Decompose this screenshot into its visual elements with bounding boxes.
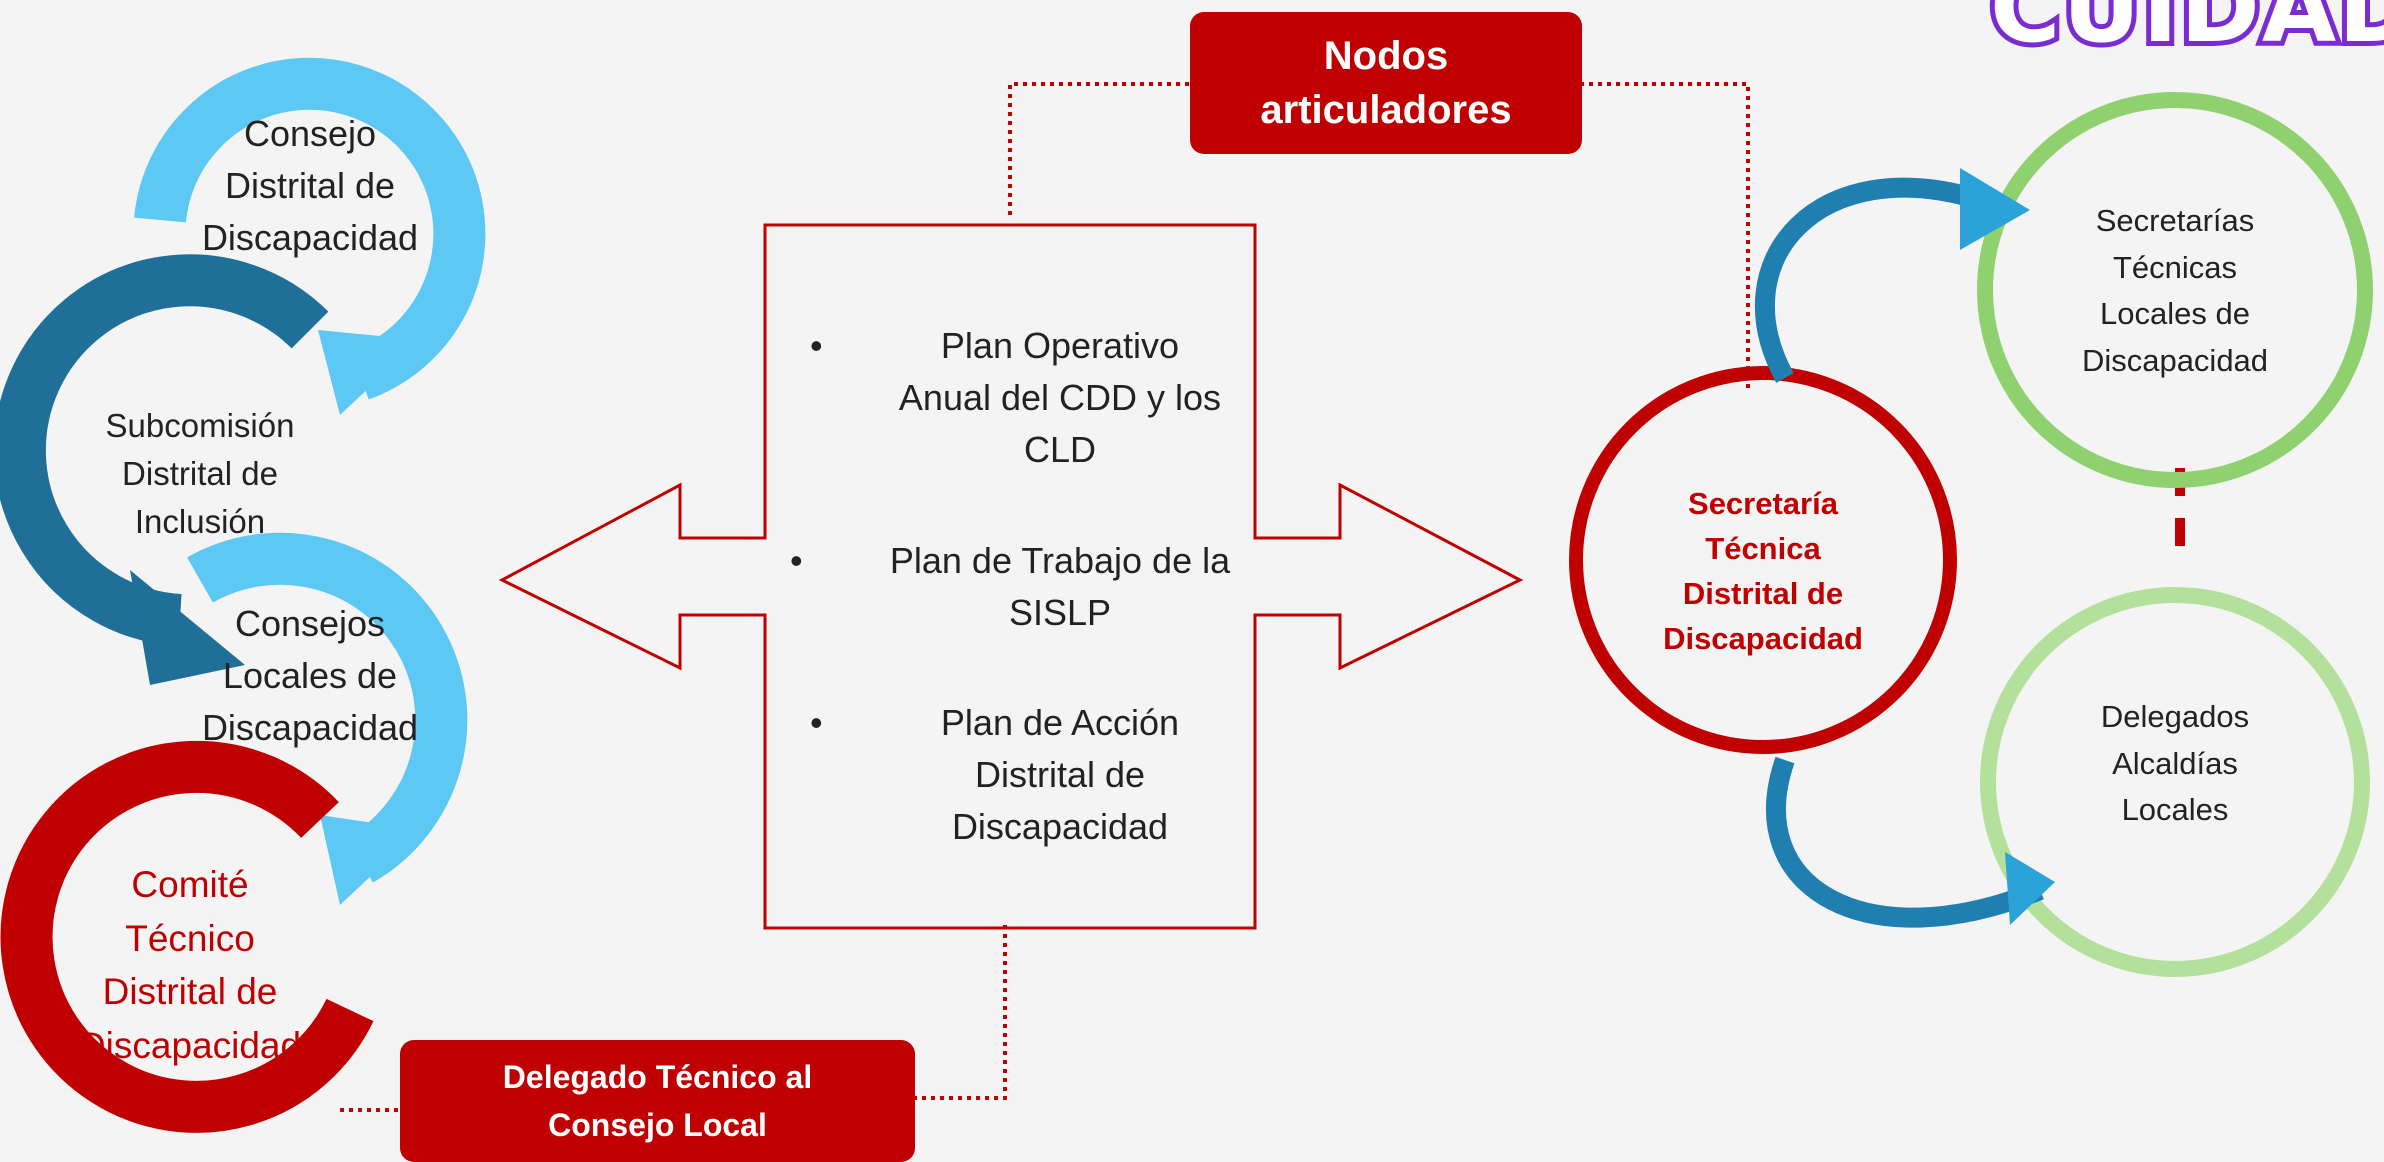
arrow-to-delegados <box>1766 756 2044 928</box>
plan-item: • Plan Operativo Anual del CDD y los CLD <box>770 320 1290 477</box>
arc-consejo-distrital <box>134 57 486 400</box>
circle-delegados-alcaldias <box>1980 587 2370 977</box>
plan-item: • Plan de Acción Distrital de Discapacid… <box>770 697 1290 854</box>
brand-logo: CUIDADO <box>1985 0 2384 69</box>
label-consejos-locales: Consejos Locales de Discapacidad <box>201 603 419 749</box>
plan-item-text: Plan de Trabajo de la SISLP <box>889 539 1231 633</box>
connector-bottom <box>915 925 1007 1100</box>
plan-item: • Plan de Trabajo de la SISLP <box>770 535 1290 639</box>
label-secretarias-tecnicas-locales: Secretarías Técnicas Locales de Discapac… <box>2081 203 2269 378</box>
bullet-icon: • <box>810 325 823 366</box>
arrowhead-subcomision <box>130 570 245 685</box>
bullet-icon: • <box>790 539 803 581</box>
arc-subcomision <box>0 254 329 646</box>
arrowhead-consejo-distrital <box>318 330 420 415</box>
arrowhead-secretarias <box>1960 168 2030 250</box>
circle-secretarias-tecnicas-locales <box>1977 92 2373 488</box>
label-comite-tecnico: Comité Técnico Distrital de Discapacidad <box>78 864 302 1066</box>
label-subcomision: Subcomisión Distrital de Inclusión <box>105 407 295 540</box>
connector-top-left <box>1008 82 1190 215</box>
label-consejo-distrital: Consejo Distrital de Discapacidad <box>201 113 419 259</box>
left-chain-arcs <box>0 57 486 1133</box>
center-plus-shape <box>498 223 1524 930</box>
arrowhead-delegados <box>2005 852 2055 925</box>
arrowhead-consejos-locales <box>320 815 420 905</box>
arc-consejos-locales <box>187 532 468 883</box>
plan-item-text: Plan de Acción Distrital de Discapacidad <box>940 701 1180 848</box>
connector-top-right <box>1580 82 1750 390</box>
arrow-to-secretarias <box>1755 177 1983 383</box>
plan-list: • Plan Operativo Anual del CDD y los CLD… <box>770 320 1290 894</box>
tag-delegado-tecnico: Delegado Técnico al Consejo Local <box>400 1040 915 1162</box>
bullet-icon: • <box>810 701 823 743</box>
label-delegados-alcaldias: Delegados Alcaldías Locales <box>2100 699 2250 827</box>
label-secretaria-tecnica-distrital: Secretaría Técnica Distrital de Discapac… <box>1663 486 1863 656</box>
dotted-connectors <box>340 82 1750 1112</box>
plan-item-text: Plan Operativo Anual del CDD y los CLD <box>898 325 1222 471</box>
arc-comite-tecnico <box>0 740 374 1133</box>
circle-secretaria-tecnica-distrital <box>1569 366 1957 754</box>
tag-nodos-articuladores: Nodos articuladores <box>1190 12 1582 154</box>
right-curved-arrows <box>1755 177 2044 928</box>
